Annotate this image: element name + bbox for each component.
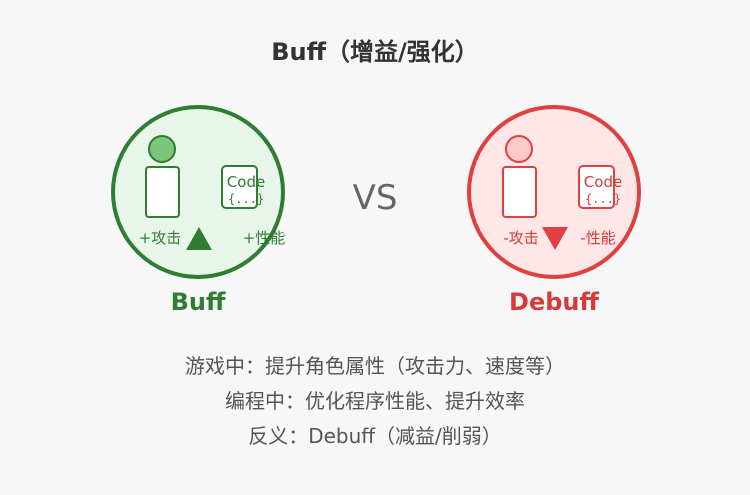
vs-label: VS: [353, 178, 398, 218]
person-head-icon: [148, 135, 176, 163]
code-box-icon: [221, 165, 258, 209]
description-block: 游戏中：提升角色属性（攻击力、速度等） 编程中：优化程序性能、提升效率 反义：D…: [185, 354, 565, 448]
buff-label: Buff: [171, 288, 226, 316]
code-box-icon: [578, 165, 615, 209]
person-body-icon: [145, 166, 180, 218]
buff-person-icon: [145, 135, 180, 218]
buff-attack-label: +攻击: [139, 229, 182, 247]
debuff-code-label: Code: [584, 173, 622, 191]
debuff-label: Debuff: [509, 288, 599, 316]
description-line-2: 编程中：优化程序性能、提升效率: [225, 389, 525, 413]
triangle-up-icon: [186, 227, 212, 250]
debuff-person-icon: [502, 135, 537, 218]
description-line-1: 游戏中：提升角色属性（攻击力、速度等）: [185, 354, 565, 378]
buff-code-box-icon: Code {...}: [221, 165, 265, 209]
buff-code-label: Code: [227, 173, 265, 191]
debuff-code-box-icon: Code {...}: [578, 165, 622, 209]
person-head-icon: [505, 135, 533, 163]
triangle-down-icon: [542, 227, 568, 250]
debuff-code-braces: {...}: [585, 192, 621, 206]
page-title: Buff（增益/强化）: [271, 38, 479, 66]
person-body-icon: [502, 166, 537, 218]
debuff-performance-label: -性能: [580, 229, 615, 247]
debuff-panel: Code {...} -攻击 -性能 Debuff: [467, 105, 641, 316]
buff-performance-label: +性能: [243, 229, 286, 247]
buff-code-braces: {...}: [228, 192, 264, 206]
debuff-attack-label: -攻击: [503, 229, 538, 247]
description-line-3: 反义：Debuff（减益/削弱）: [248, 424, 502, 448]
buff-panel: Code {...} +攻击 +性能 Buff: [111, 105, 286, 316]
